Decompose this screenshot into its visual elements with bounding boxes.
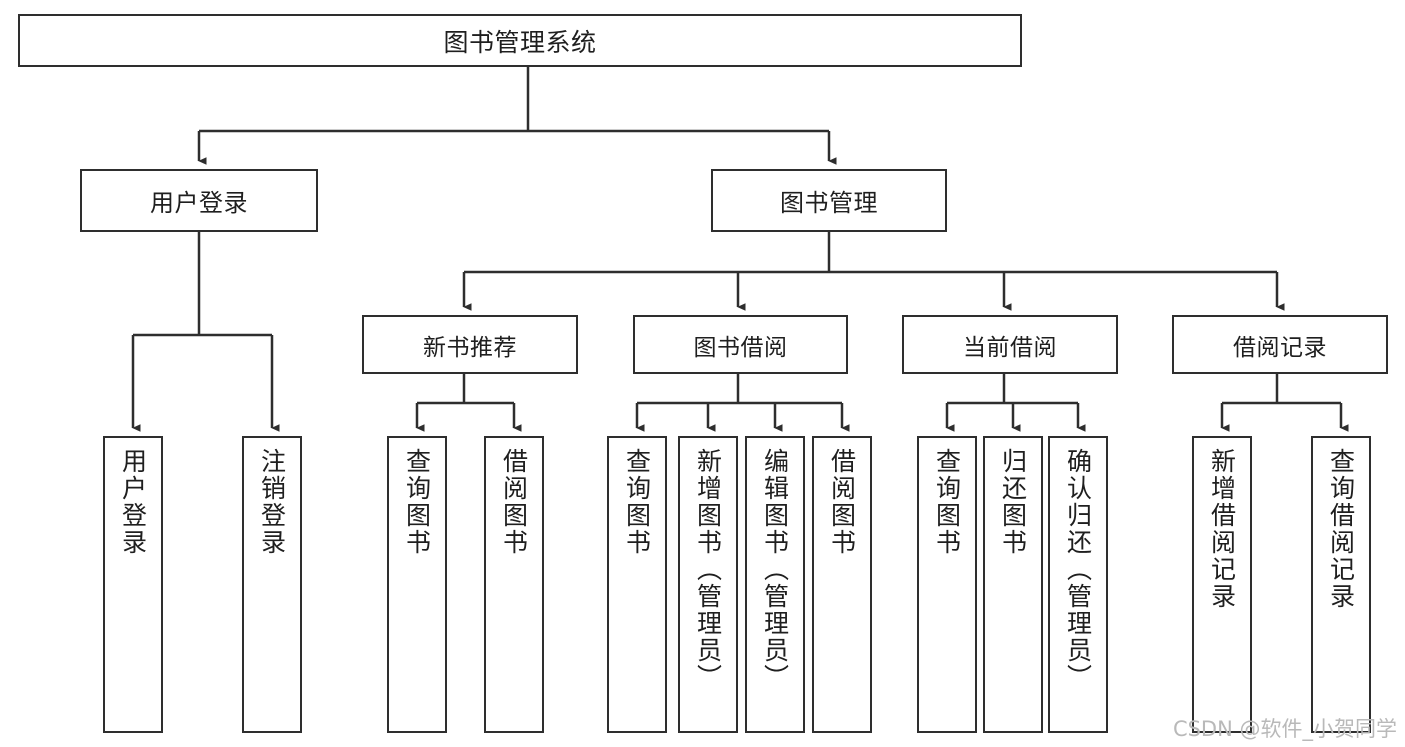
node-leaf-label: 编辑图书（管理员） xyxy=(760,448,790,691)
node-leaf[interactable]: 确认归还（管理员） xyxy=(1048,436,1108,733)
node-leaf-label: 借阅图书 xyxy=(827,448,857,556)
node-leaf-label: 借阅图书 xyxy=(499,448,529,556)
node-leaf-label: 查询图书 xyxy=(622,448,652,556)
node-leaf[interactable]: 查询图书 xyxy=(607,436,667,733)
node-new-book-recommend-label: 新书推荐 xyxy=(423,334,517,361)
node-leaf-label: 查询图书 xyxy=(402,448,432,556)
node-leaf[interactable]: 借阅图书 xyxy=(812,436,872,733)
node-leaf[interactable]: 查询图书 xyxy=(917,436,977,733)
node-leaf-label: 新增图书（管理员） xyxy=(693,448,723,691)
node-user-login[interactable]: 用户登录 xyxy=(80,169,318,232)
node-leaf[interactable]: 查询图书 xyxy=(387,436,447,733)
node-leaf[interactable]: 新增图书（管理员） xyxy=(678,436,738,733)
node-leaf[interactable]: 归还图书 xyxy=(983,436,1043,733)
node-book-management[interactable]: 图书管理 xyxy=(711,169,947,232)
node-book-management-label: 图书管理 xyxy=(780,189,878,217)
node-book-borrow-label: 图书借阅 xyxy=(693,334,788,361)
node-leaf-label: 查询借阅记录 xyxy=(1326,448,1356,610)
node-leaf[interactable]: 编辑图书（管理员） xyxy=(745,436,805,733)
node-leaf[interactable]: 借阅图书 xyxy=(484,436,544,733)
node-leaf[interactable]: 查询借阅记录 xyxy=(1311,436,1371,733)
node-root[interactable]: 图书管理系统 xyxy=(18,14,1022,67)
node-borrow-records-label: 借阅记录 xyxy=(1233,334,1327,361)
node-root-label: 图书管理系统 xyxy=(443,27,597,57)
node-leaf[interactable]: 注销登录 xyxy=(242,436,302,733)
node-leaf-label: 查询图书 xyxy=(932,448,962,556)
node-leaf-label: 归还图书 xyxy=(998,448,1028,556)
node-leaf-label: 用户登录 xyxy=(118,448,148,556)
node-current-borrow-label: 当前借阅 xyxy=(963,334,1057,361)
node-new-book-recommend[interactable]: 新书推荐 xyxy=(362,315,578,374)
node-leaf-label: 注销登录 xyxy=(257,448,287,556)
node-leaf[interactable]: 用户登录 xyxy=(103,436,163,733)
node-leaf-label: 新增借阅记录 xyxy=(1207,448,1237,610)
node-book-borrow[interactable]: 图书借阅 xyxy=(633,315,848,374)
node-leaf-label: 确认归还（管理员） xyxy=(1063,448,1093,691)
node-current-borrow[interactable]: 当前借阅 xyxy=(902,315,1118,374)
node-user-login-label: 用户登录 xyxy=(150,189,248,217)
node-borrow-records[interactable]: 借阅记录 xyxy=(1172,315,1388,374)
node-leaf[interactable]: 新增借阅记录 xyxy=(1192,436,1252,733)
